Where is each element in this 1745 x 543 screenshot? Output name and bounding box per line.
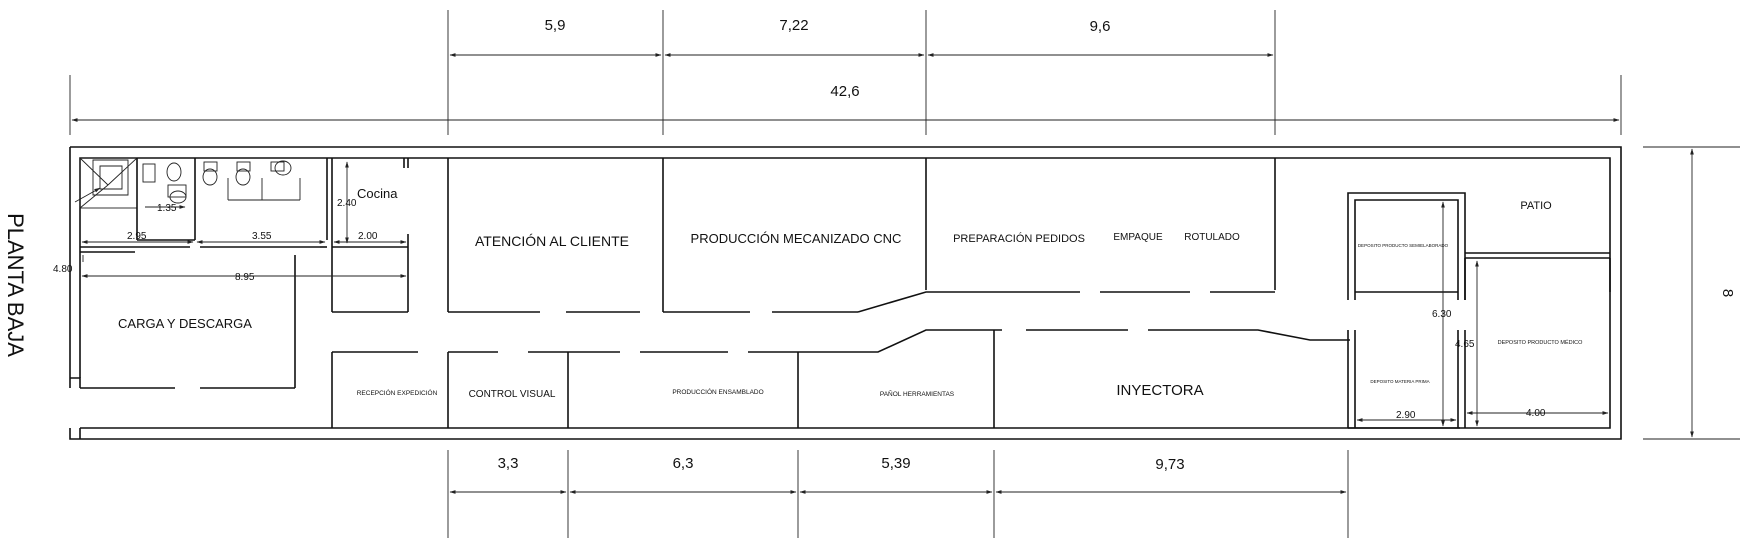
inner-dimensions: 1.35 2.40 2.95 3.55 2.00 8.95 4.80 6.30 … <box>53 161 1609 427</box>
dim-200: 2.00 <box>358 231 378 242</box>
dim-bottom-seg2: 6,3 <box>673 455 694 472</box>
room-produccion-cnc: PRODUCCIÓN MECANIZADO CNC <box>691 231 902 246</box>
right-dimension: 8 <box>1643 146 1740 440</box>
room-cocina: Cocina <box>357 186 398 201</box>
room-produccion-ensamblado: PRODUCCIÓN ENSAMBLADO <box>672 387 763 396</box>
dim-top-seg1: 5,9 <box>545 17 566 34</box>
dim-bottom-seg3: 5,39 <box>881 455 910 472</box>
service-block <box>74 157 409 389</box>
dim-right: 8 <box>1719 289 1736 297</box>
dim-480: 4.80 <box>53 264 73 275</box>
plan-title: PLANTA BAJA <box>3 213 28 357</box>
room-recepcion-expedicion: RECEPCIÓN EXPEDICIÓN <box>357 388 438 397</box>
dim-top-seg2: 7,22 <box>779 17 808 34</box>
room-deposito-producto-medico: DEPOSITO PRODUCTO MÉDICO <box>1498 339 1583 346</box>
room-atencion-al-cliente: ATENCIÓN AL CLIENTE <box>475 233 629 249</box>
dim-240: 2.40 <box>337 198 357 209</box>
top-dimensions: 5,9 7,22 9,6 42,6 <box>69 10 1622 135</box>
room-deposito-semielaborado: DEPOSITO PRODUCTO SEMIELABORADO <box>1358 243 1449 248</box>
dim-895: 8.95 <box>235 272 255 283</box>
dim-overall: 42,6 <box>830 83 859 100</box>
dim-bottom-seg1: 3,3 <box>498 455 519 472</box>
room-preparacion-pedidos: PREPARACIÓN PEDIDOS <box>953 232 1085 245</box>
dim-top-seg3: 9,6 <box>1090 18 1111 35</box>
room-carga-y-descarga: CARGA Y DESCARGA <box>118 316 252 331</box>
dim-bottom-seg4: 9,73 <box>1155 456 1184 473</box>
stairs-icon <box>74 157 138 209</box>
toilet-icon <box>202 160 292 186</box>
room-empaque: EMPAQUE <box>1113 232 1163 243</box>
room-deposito-materia-prima: DEPOSITO MATERIA PRIMA <box>1370 379 1429 384</box>
dim-355: 3.55 <box>252 231 272 242</box>
dim-135: 1.35 <box>157 203 177 214</box>
dim-290: 2.90 <box>1396 410 1416 421</box>
toilet-icon <box>142 162 187 204</box>
room-control-visual: CONTROL VISUAL <box>469 389 556 400</box>
room-patio: PATIO <box>1520 200 1552 212</box>
dim-400: 4.00 <box>1526 408 1546 419</box>
building-walls <box>69 146 1622 440</box>
dim-295: 2.95 <box>127 231 147 242</box>
dim-630: 6.30 <box>1432 309 1452 320</box>
partitions <box>331 158 1611 429</box>
room-inyectora: INYECTORA <box>1116 382 1203 399</box>
room-panol-herramientas: PAÑOL HERRAMIENTAS <box>880 389 955 398</box>
bottom-dimensions: 3,3 6,3 5,39 9,73 <box>447 450 1349 538</box>
dim-465: 4.65 <box>1455 339 1475 350</box>
room-labels: Cocina ATENCIÓN AL CLIENTE PRODUCCIÓN ME… <box>118 186 1583 400</box>
room-rotulado: ROTULADO <box>1184 232 1240 243</box>
